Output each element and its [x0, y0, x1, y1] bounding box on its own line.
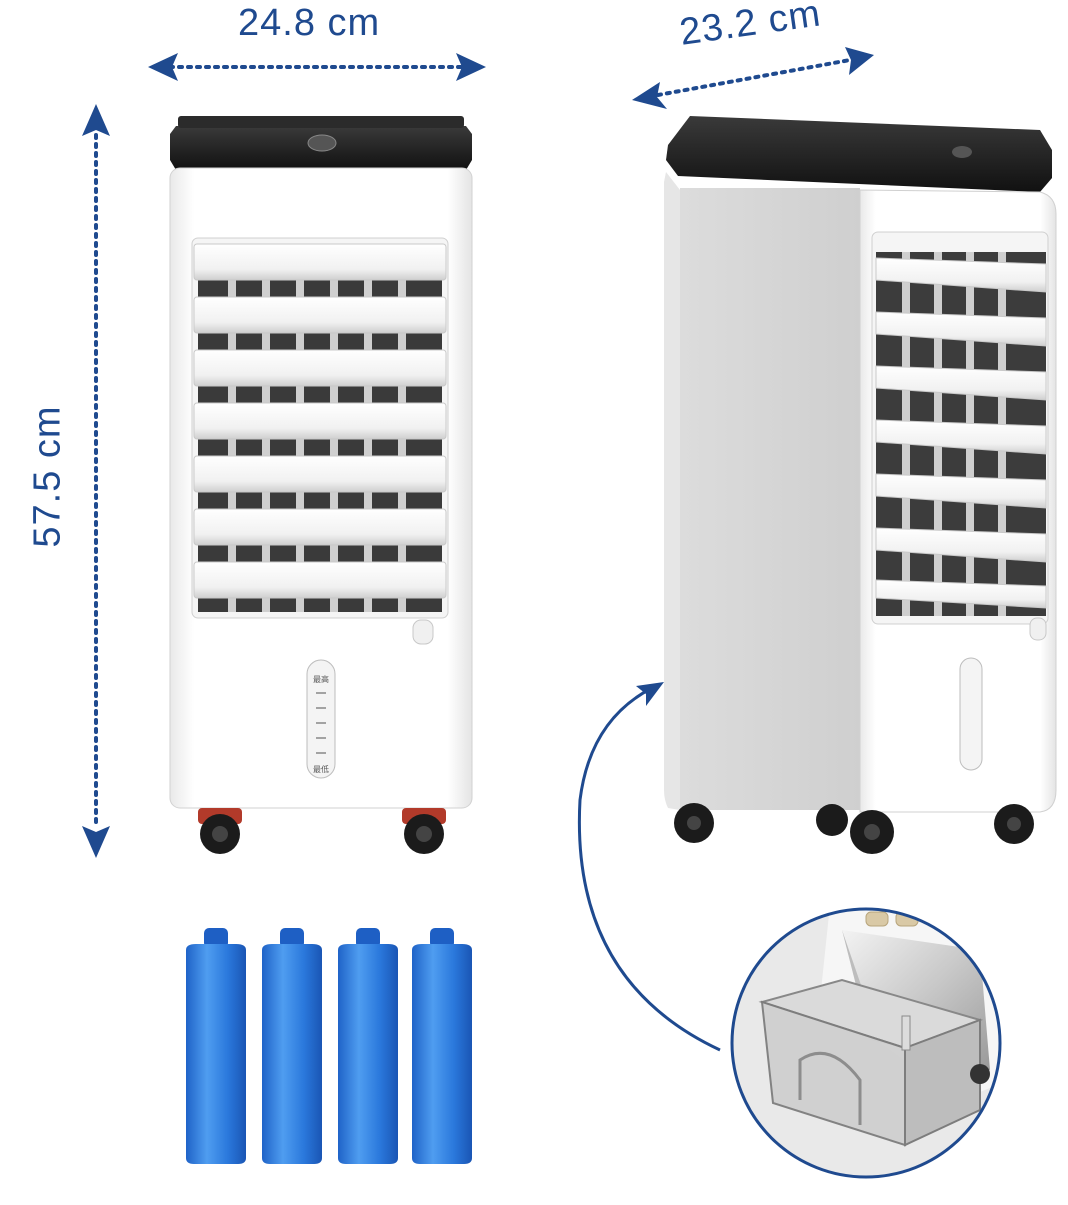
ice-pack-1: [186, 928, 246, 1164]
angled-cooler: [664, 116, 1057, 854]
angled-louvers: [875, 257, 1047, 609]
water-tank-detail: [730, 907, 1002, 1179]
front-louvers: [193, 243, 447, 599]
front-cooler: 最高 最低: [169, 116, 473, 854]
water-level-gauge: [306, 659, 336, 779]
ice-packs: [186, 928, 472, 1164]
front-cooler-wheels: [198, 808, 446, 854]
height-label: 57.5 cm: [26, 405, 69, 548]
width-dimension-arrow: [148, 53, 486, 81]
ice-pack-3: [338, 928, 398, 1164]
ice-pack-4: [412, 928, 472, 1164]
depth-dimension-arrow: [632, 47, 874, 109]
width-label: 24.8 cm: [238, 2, 381, 44]
gauge-min-label: 最低: [313, 764, 329, 774]
ice-pack-2: [262, 928, 322, 1164]
detail-pointer-arrow: [577, 686, 721, 1052]
gauge-max-label: 最高: [313, 674, 329, 684]
angled-cooler-wheels: [674, 803, 1034, 854]
height-dimension-arrow: [82, 104, 110, 858]
